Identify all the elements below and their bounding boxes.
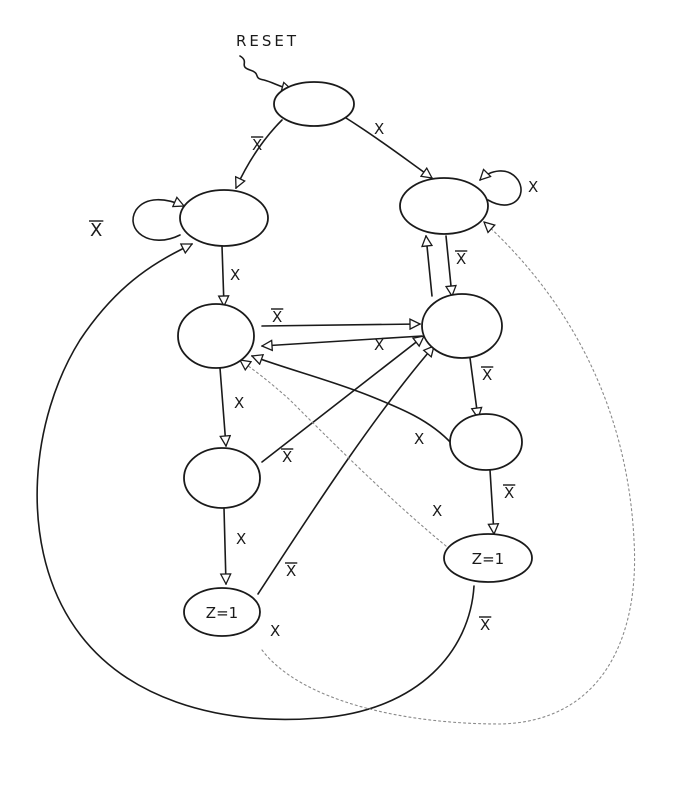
state-right-4 bbox=[443, 533, 533, 583]
edge-r2-l2 bbox=[262, 335, 423, 346]
label-init-left: X bbox=[252, 136, 262, 154]
edge-l3-l4 bbox=[224, 507, 226, 584]
edge-r4-l2 bbox=[240, 360, 447, 547]
edge-r2-r3 bbox=[469, 357, 478, 418]
edge-l2-l3 bbox=[220, 367, 226, 446]
label-selfloop-left: X bbox=[90, 220, 102, 241]
label-l4-r2: X bbox=[286, 562, 296, 580]
label-r3-l2: X bbox=[414, 430, 424, 448]
label-l2-r2: X bbox=[272, 308, 282, 326]
state-right-1 bbox=[399, 177, 489, 235]
label-r3-r4: X bbox=[504, 484, 514, 502]
label-r2-r3: X bbox=[482, 366, 492, 384]
label-r4-x: X bbox=[480, 616, 490, 634]
state-left-3 bbox=[183, 447, 261, 509]
edge-l4-r1 bbox=[261, 222, 636, 725]
label-l3-r2: X bbox=[282, 448, 292, 466]
edge-selfloop-left bbox=[132, 200, 184, 241]
reset-label: RESET bbox=[236, 32, 299, 50]
label-l2-l3: X bbox=[234, 394, 244, 412]
edge-l3-r2 bbox=[261, 336, 424, 463]
state-left-1 bbox=[179, 189, 269, 247]
state-left-4 bbox=[183, 587, 261, 637]
edge-r3-r4 bbox=[490, 469, 494, 534]
label-r1-r2: X bbox=[456, 250, 466, 268]
edge-r3-l2 bbox=[252, 356, 453, 445]
label-l1-l2: X bbox=[230, 266, 240, 284]
edge-l2-r2 bbox=[261, 324, 420, 326]
edge-r4-l1 bbox=[36, 243, 475, 721]
edge-selfloop-right bbox=[480, 171, 522, 206]
edge-init-left bbox=[236, 119, 283, 188]
edge-label-group: X X X X X X X X X X X X X X X X X X bbox=[89, 120, 538, 640]
label-selfloop-right: X bbox=[528, 178, 538, 196]
state-right-4-output: Z=1 bbox=[472, 550, 504, 568]
label-init-right: X bbox=[374, 120, 384, 138]
edge-l1-l2 bbox=[222, 245, 224, 306]
label-r4-l2: X bbox=[432, 502, 442, 520]
reset-arrow bbox=[239, 55, 292, 90]
edge-l4-r2 bbox=[257, 346, 434, 595]
state-right-3 bbox=[449, 413, 523, 471]
edge-r2-r1 bbox=[426, 236, 432, 297]
state-left-4-output: Z=1 bbox=[206, 604, 238, 622]
label-l4-x: X bbox=[270, 622, 280, 640]
edge-init-right bbox=[345, 117, 432, 178]
label-l3-l4: X bbox=[236, 530, 246, 548]
edge-r1-r2 bbox=[446, 235, 452, 296]
state-right-2 bbox=[421, 293, 503, 359]
label-r2-l2: X bbox=[374, 336, 384, 354]
state-initial bbox=[273, 81, 355, 127]
state-left-2 bbox=[177, 303, 255, 369]
